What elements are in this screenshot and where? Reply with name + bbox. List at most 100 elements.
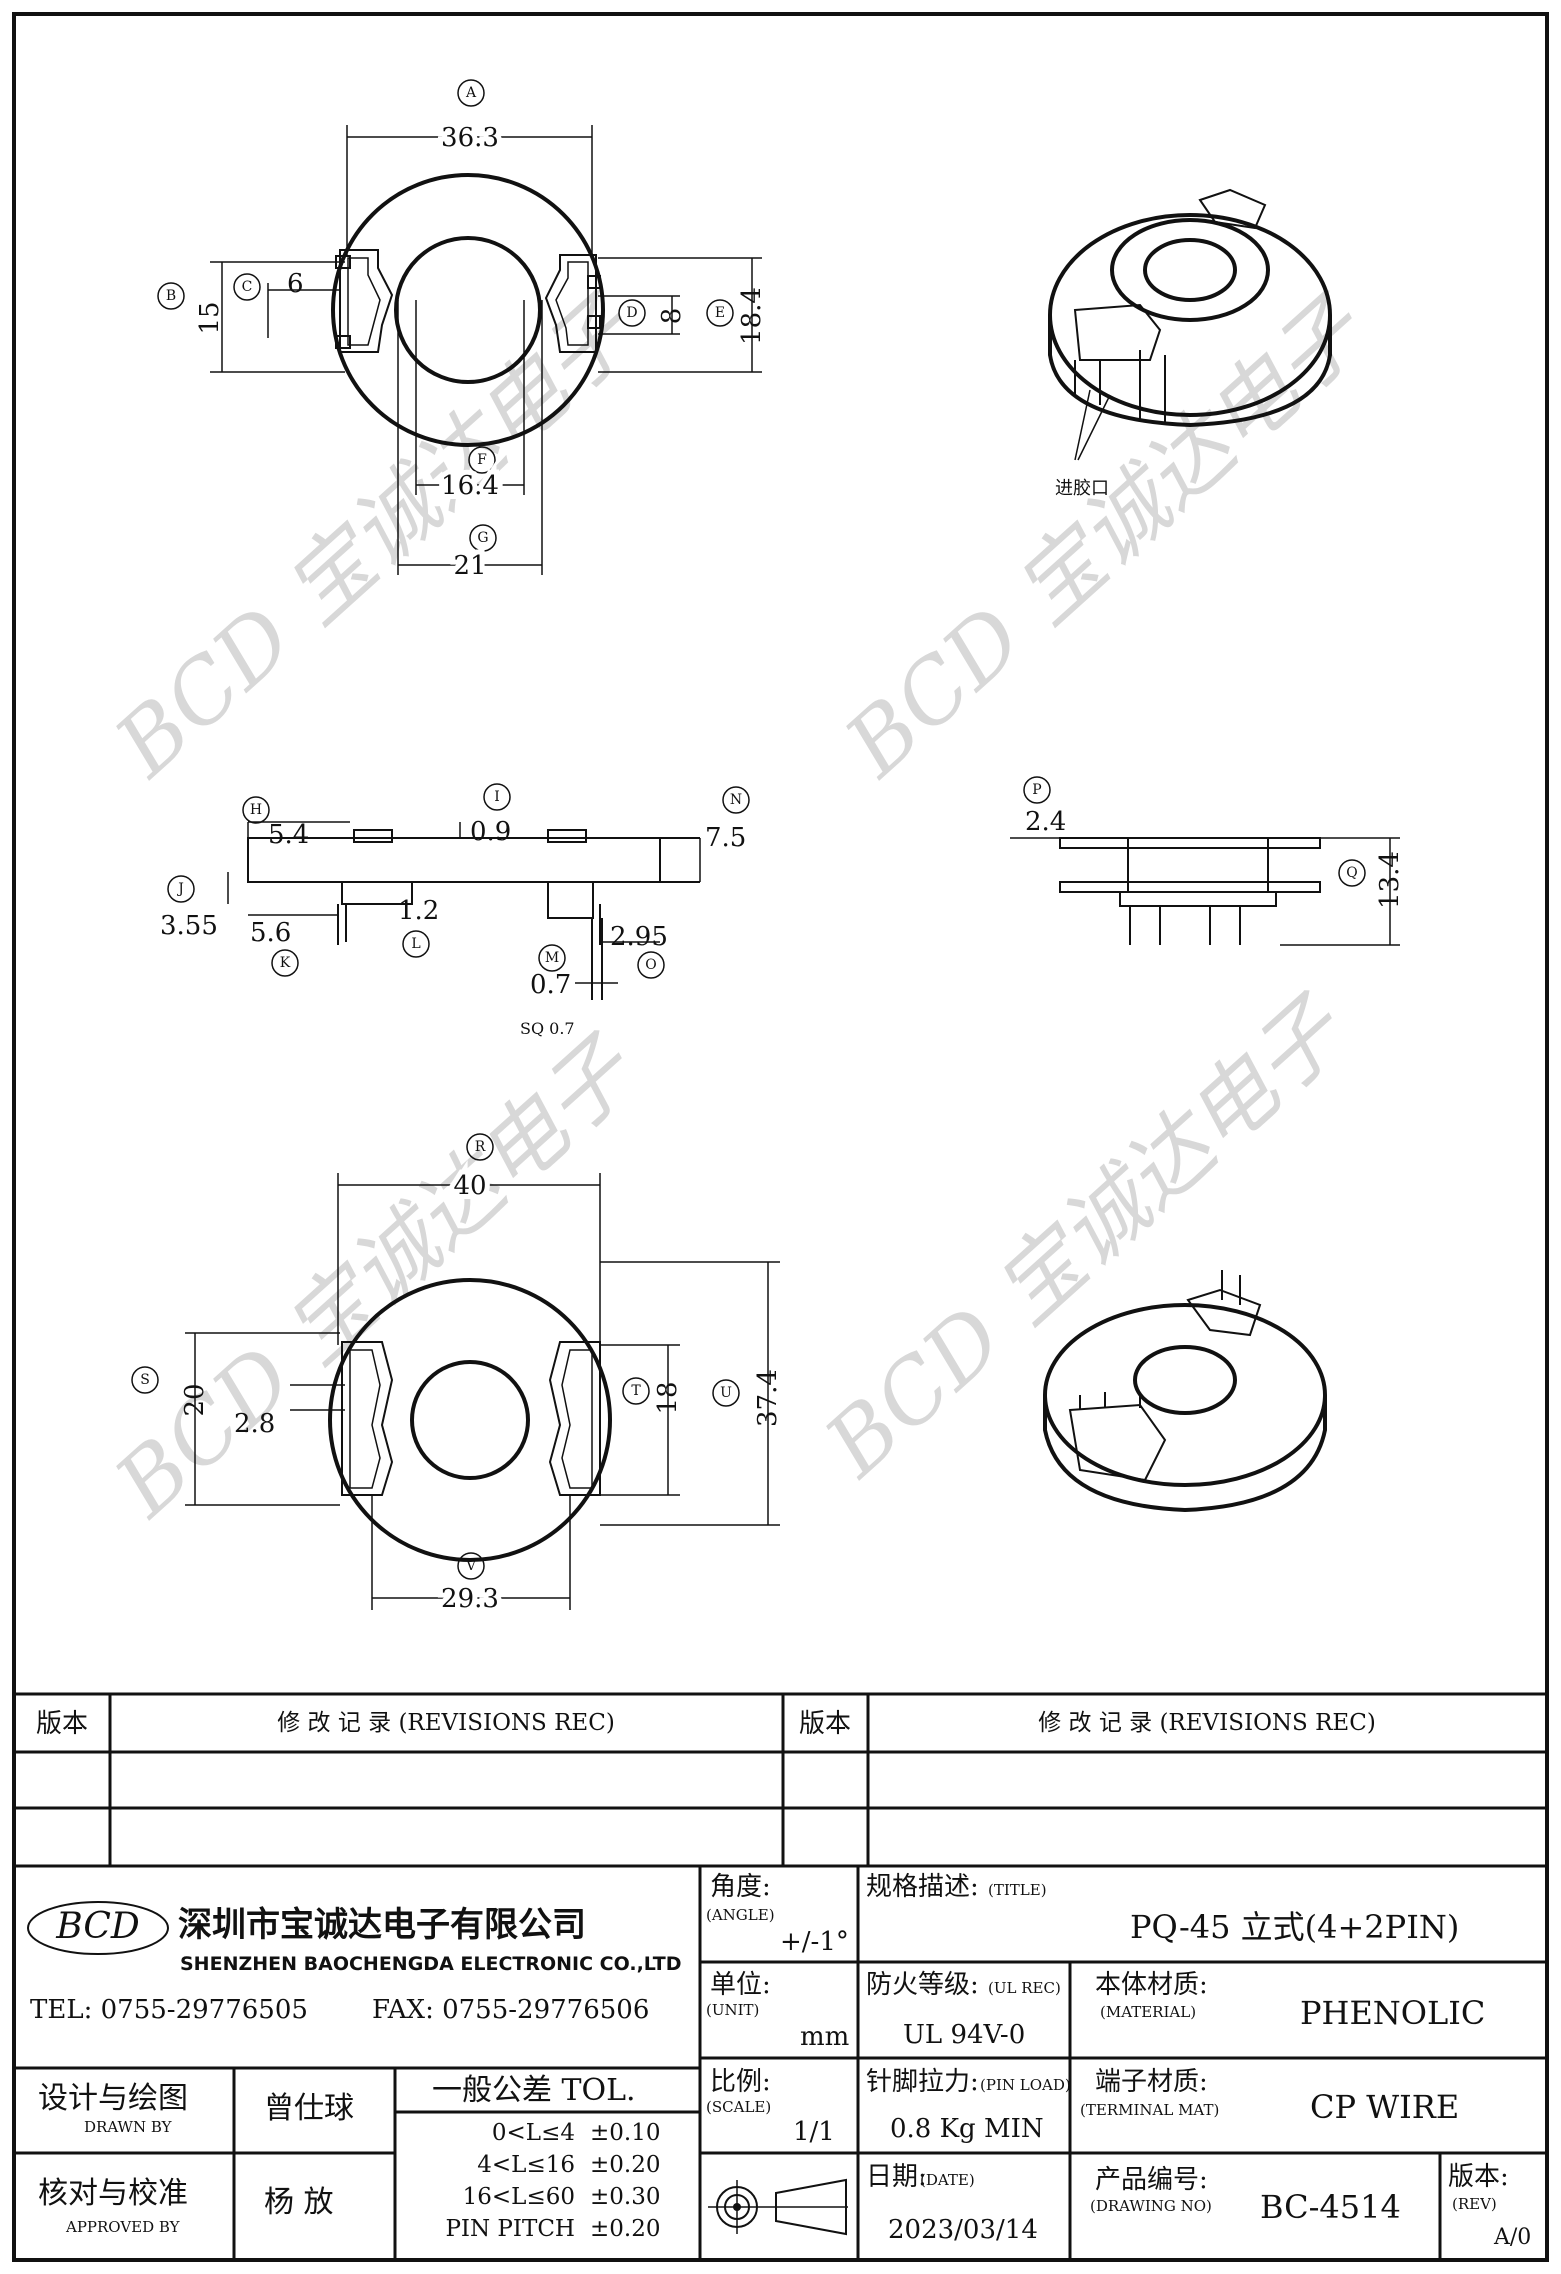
dim-k-value: 5.6 [250, 918, 291, 948]
ul-value: UL 94V-0 [903, 2020, 1025, 2050]
pinload-value: 0.8 Kg MIN [890, 2114, 1044, 2144]
top-view-flange [331, 173, 605, 447]
rev-value: A/0 [1493, 2225, 1531, 2250]
top-right-terminal-inner [555, 261, 589, 346]
scale-label-en: (SCALE) [706, 2098, 771, 2116]
bubble-l: L [411, 936, 420, 952]
scale-label: 比例: [710, 2067, 771, 2097]
tolerance-title: 一般公差 TOL. [432, 2073, 636, 2108]
dim-t-value: 18 [653, 1381, 683, 1414]
rev-label: 版本: [1448, 2162, 1509, 2192]
company-name-cn: 深圳市宝诚达电子有限公司 [178, 1905, 586, 1945]
angle-value: +/-1° [780, 1927, 849, 1957]
material-label: 本体材质: [1095, 1970, 1208, 2000]
drawingno-label: 产品编号: [1095, 2165, 1208, 2195]
date-label: 日期: [866, 2162, 927, 2192]
dim-o-value: 2.95 [610, 922, 668, 952]
dim-q-value: 13.4 [1375, 851, 1405, 909]
top-left-terminal-block [339, 249, 394, 353]
approved-label: 核对与校准 [38, 2176, 188, 2211]
dim-m-value: 0.7 [530, 970, 571, 1000]
dim-h-value: 5.4 [268, 820, 309, 850]
company-fax: FAX: 0755-29776506 [372, 1995, 649, 2025]
bubble-i: I [494, 789, 500, 805]
company-tel: TEL: 0755-29776505 [30, 1995, 308, 2025]
drawn-value: 曾仕球 [264, 2091, 354, 2126]
bubble-t: T [631, 1383, 641, 1399]
tolerance-rows: 0<L≤4 ±0.10 4<L≤16 ±0.20 16<L≤60 ±0.30 P… [445, 2120, 660, 2242]
bubble-m: M [545, 950, 559, 966]
top-left-pin-2 [335, 335, 351, 349]
projection-symbol [708, 2178, 848, 2236]
company-logo: BCD [27, 1901, 169, 1955]
title-label-en: (TITLE) [988, 1881, 1047, 1899]
material-value: PHENOLIC [1300, 1994, 1485, 2032]
watermark-1: BCD 宝诚达电子 [96, 278, 656, 797]
tol-value-2: ±0.20 [590, 2152, 660, 2178]
bottom-view: R 40 S 20 2.8 T 18 U 37.4 V 29.3 [131, 1133, 783, 1619]
dim-c-value: 6 [287, 269, 304, 299]
date-label-en: (DATE) [920, 2171, 975, 2189]
bubble-u: U [720, 1385, 732, 1401]
rev-right-record-header: 修 改 记 录 (REVISIONS REC) [1038, 1710, 1376, 1736]
dim-s2-value: 2.8 [234, 1409, 275, 1439]
dim-r-value: 40 [453, 1171, 486, 1201]
dim-b-value: 15 [195, 301, 225, 334]
dim-a-value: 36.3 [441, 123, 499, 153]
dim-j-value: 3.55 [160, 911, 218, 941]
sheet-frame [12, 12, 1549, 2262]
dim-f-value: 16.4 [441, 471, 499, 501]
bubble-g: G [477, 530, 488, 546]
dim-d-value: 8 [657, 308, 687, 325]
drawn-label-en: DRAWN BY [84, 2118, 173, 2136]
drawingno-label-en: (DRAWING NO) [1090, 2197, 1212, 2215]
scale-value: 1/1 [793, 2117, 835, 2147]
bubble-p: P [1032, 782, 1041, 798]
tol-range-2: 4<L≤16 [477, 2152, 575, 2178]
company-name-en: SHENZHEN BAOCHENGDA ELECTRONIC CO.,LTD [180, 1953, 681, 1975]
svg-text:BCD: BCD [55, 1906, 140, 1947]
watermark-4: BCD 宝诚达电子 [806, 978, 1366, 1497]
ul-label: 防火等级: [866, 1970, 979, 2000]
watermark-2: BCD 宝诚达电子 [826, 278, 1386, 797]
dim-n-value: 7.5 [705, 823, 746, 853]
tol-range-3: 16<L≤60 [463, 2184, 575, 2210]
rev-left-record-header: 修 改 记 录 (REVISIONS REC) [277, 1710, 615, 1736]
side-view: H 5.4 I 0.9 N 7.5 J 3.55 K 5.6 L 1.2 M 0… [160, 783, 750, 1038]
bubble-k: K [280, 955, 291, 971]
dim-s-value: 20 [180, 1383, 210, 1416]
gate-label: 进胶口 [1055, 478, 1109, 499]
watermark-3: BCD 宝诚达电子 [96, 1018, 656, 1537]
pinload-label: 针脚拉力: [866, 2067, 979, 2097]
top-left-terminal-inner [347, 257, 381, 346]
unit-value: mm [800, 2022, 849, 2052]
angle-label: 角度: [710, 1872, 771, 1902]
bubble-h: H [250, 802, 262, 818]
top-view-core-hole [394, 236, 542, 384]
bubble-a: A [465, 85, 477, 101]
dim-e-value: 18.4 [737, 287, 767, 345]
title-block: BCD 深圳市宝诚达电子有限公司 SHENZHEN BAOCHENGDA ELE… [14, 1866, 1547, 2260]
ul-label-en: (UL REC) [988, 1979, 1061, 1997]
tol-range-4: PIN PITCH [445, 2216, 575, 2242]
sq-note: SQ 0.7 [520, 1019, 575, 1038]
top-right-pin-2 [587, 315, 601, 329]
rev-left-version-header: 版本 [36, 1709, 88, 1739]
front-view: P 2.4 Q 13.4 [1010, 776, 1405, 946]
approved-value: 杨 放 [264, 2185, 334, 2220]
terminal-label-en: (TERMINAL MAT) [1080, 2101, 1219, 2119]
material-label-en: (MATERIAL) [1100, 2003, 1196, 2021]
angle-label-en: (ANGLE) [706, 1906, 775, 1924]
tol-value-3: ±0.30 [590, 2184, 660, 2210]
iso-view-top: 进胶口 [1048, 188, 1332, 499]
bubble-s: S [140, 1372, 150, 1388]
bubble-f: F [477, 452, 487, 468]
date-value: 2023/03/14 [888, 2215, 1038, 2245]
iso-view-bottom [1043, 1270, 1327, 1513]
bubble-e: E [715, 305, 725, 321]
bubble-v: V [465, 1558, 477, 1574]
unit-label-en: (UNIT) [706, 2001, 759, 2019]
revisions-table: 版本 修 改 记 录 (REVISIONS REC) 版本 修 改 记 录 (R… [14, 1692, 1547, 1868]
top-view: A 36.3 B 15 C 6 D 8 E 18.4 F 16.4 [157, 79, 767, 586]
